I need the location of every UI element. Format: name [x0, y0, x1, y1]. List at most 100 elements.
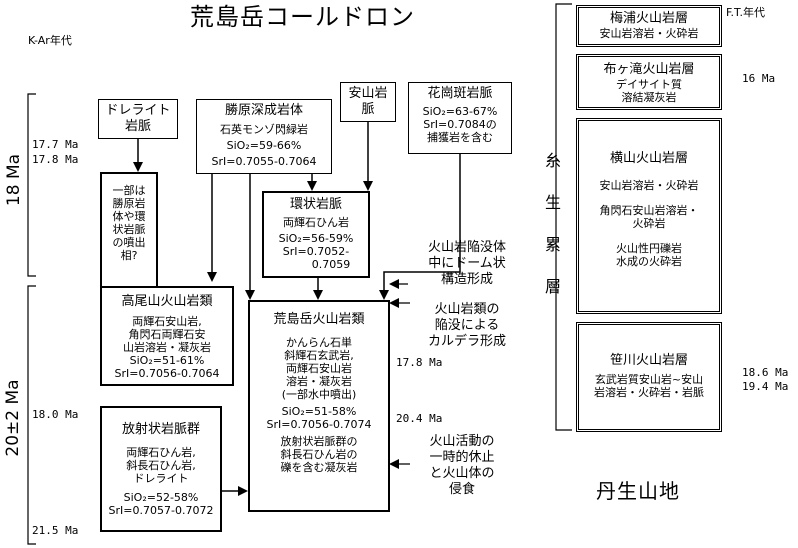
ft-age-label: F.T.年代	[726, 6, 765, 19]
itoshiro-bracket	[555, 3, 572, 431]
arashima-rock-2: 斜輝石玄武岩,	[284, 349, 354, 362]
granite-porphyry-box: 花崗斑岩脈 SiO₂=63-67% SrI=0.7084の 捕獲岩を含む	[408, 82, 512, 154]
yokoyama-rock-5: 水成の火砕岩	[616, 255, 682, 268]
katsuhara-rock: 石英モンゾ閃緑岩	[220, 123, 308, 136]
dome-line-1: 火山岩陥没体	[427, 240, 506, 255]
sasagawa-rock-1: 玄武岩質安山岩~安山	[594, 373, 704, 386]
andesite-line-2: 脈	[361, 102, 375, 117]
radial-sri: SrI=0.7057-0.7072	[108, 504, 214, 517]
caldera-line-2: 陥没による	[434, 318, 500, 333]
eruption-line-5: の噴出	[112, 236, 146, 249]
radial-rock-3: ドレライト	[133, 472, 189, 485]
nunogataki-volcanics-box: 布ヶ滝火山岩層 デイサイト質 溶結凝灰岩	[576, 54, 722, 110]
sasagawa-title: 笹川火山岩層	[609, 353, 688, 368]
radial-rock-1: 両輝石ひん岩,	[126, 446, 196, 459]
dome-line-3: 構造形成	[440, 272, 493, 287]
granite-note: 捕獲岩を含む	[427, 131, 493, 144]
arashima-rock-4: 溶岩・凝灰岩	[286, 375, 352, 388]
andesite-line-1: 安山岩	[348, 86, 388, 101]
age-18-0: 18.0 Ma	[32, 408, 79, 421]
age-17-8-left: 17.8 Ma	[32, 153, 79, 166]
dome-annotation: 火山岩陥没体 中にドーム状 構造形成	[412, 240, 522, 288]
pause-line-2: 一時的休止	[429, 450, 495, 465]
eruption-line-3: 体や環	[112, 210, 146, 223]
age-20-4: 20.4 Ma	[396, 412, 443, 425]
arashima-rock-1: かんらん石単	[286, 336, 352, 349]
radial-rock-2: 斜長石ひん岩,	[126, 459, 196, 472]
takaoyama-sio2: SiO₂=51-61%	[129, 354, 205, 367]
takaoyama-rock-1: 両輝石安山岩,	[132, 315, 202, 328]
granite-title: 花崗斑岩脈	[427, 86, 493, 101]
granite-sio2: SiO₂=63-67%	[422, 105, 498, 118]
arashima-volcanics-box: 荒島岳火山岩類 かんらん石単 斜輝石玄武岩, 両輝石安山岩 溶岩・凝灰岩 (一部…	[248, 300, 390, 512]
arashima-rock-3: 両輝石安山岩	[286, 362, 352, 375]
granite-sri: SrI=0.7084の	[423, 118, 497, 131]
itoshiro-char-2: 生	[544, 193, 561, 212]
ring-sri-2: 0.7059	[311, 258, 351, 271]
eruption-line-2: 勝原岩	[112, 197, 146, 210]
nunogataki-rock-2: 溶結凝灰岩	[621, 91, 677, 104]
age-17-8-mid: 17.8 Ma	[396, 356, 443, 369]
umeura-rock: 安山岩溶岩・火砕岩	[599, 27, 699, 40]
timeline-bracket-20	[27, 285, 36, 545]
yokoyama-rock-3: 火砕岩	[632, 217, 666, 230]
radial-title: 放射状岩脈群	[121, 422, 200, 437]
dome-line-2: 中にドーム状	[428, 256, 506, 271]
itoshiro-label: 糸 生 累 層	[538, 140, 568, 308]
itoshiro-char-3: 累	[544, 235, 561, 254]
katsuhara-pluton-box: 勝原深成岩体 石英モンゾ閃緑岩 SiO₂=59-66% SrI=0.7055-0…	[196, 99, 332, 174]
age-17-7: 17.7 Ma	[32, 138, 79, 151]
nunogataki-title: 布ヶ滝火山岩層	[603, 62, 695, 77]
sasagawa-volcanics-box: 笹川火山岩層 玄武岩質安山岩~安山 岩溶岩・火砕岩・岩脈	[576, 322, 722, 432]
arrow-granite-arashima	[379, 154, 461, 300]
dolerite-dyke-box: ドレライト 岩脈	[98, 99, 178, 139]
yokoyama-volcanics-box: 横山火山岩層 安山岩溶岩・火砕岩 角閃石安山岩溶岩・ 火砕岩 火山性円礫岩 水成…	[576, 118, 722, 314]
dolerite-line-1: ドレライト	[105, 103, 171, 118]
pause-line-3: と火山体の	[429, 466, 495, 481]
umeura-title: 梅浦火山岩層	[609, 11, 688, 26]
sasagawa-rock-2: 岩溶岩・火砕岩・岩脈	[594, 386, 704, 399]
arashima-sri: SrI=0.7056-0.7074	[266, 418, 372, 431]
ring-sio2: SiO₂=56-59%	[278, 232, 354, 245]
andesite-dyke-box: 安山岩 脈	[340, 82, 396, 122]
eruption-note-box: 一部は 勝原岩 体や環 状岩脈 の噴出 相?	[100, 172, 158, 288]
arashima-tuff-1: 放射状岩脈群の	[280, 435, 358, 448]
takaoyama-volcanics-box: 高尾山火山岩類 両輝石安山岩, 角閃石両輝石安 山岩溶岩・凝灰岩 SiO₂=51…	[100, 286, 234, 386]
eruption-line-6: 相?	[120, 249, 138, 262]
yokoyama-rock-4: 火山性円礫岩	[616, 242, 682, 255]
ring-rock: 両輝石ひん岩	[283, 216, 349, 229]
pause-line-4: 侵食	[448, 482, 475, 497]
nyu-mountains-label: 丹生山地	[596, 479, 680, 503]
ring-title: 環状岩脈	[289, 197, 342, 212]
caldera-annotation: 火山岩類の 陥没による カルデラ形成	[414, 302, 520, 350]
caldera-line-1: 火山岩類の	[434, 302, 500, 317]
eruption-line-1: 一部は	[112, 184, 146, 197]
timeline-bracket-18	[27, 93, 36, 277]
age-19-4: 19.4 Ma	[742, 380, 789, 393]
yokoyama-rock-1: 安山岩溶岩・火砕岩	[599, 179, 699, 192]
umeura-volcanics-box: 梅浦火山岩層 安山岩溶岩・火砕岩	[576, 5, 722, 47]
age-18-6: 18.6 Ma	[742, 366, 789, 379]
takaoyama-title: 高尾山火山岩類	[121, 294, 213, 309]
nunogataki-rock-1: デイサイト質	[616, 78, 682, 91]
katsuhara-sri: SrI=0.7055-0.7064	[211, 155, 317, 168]
radial-sio2: SiO₂=52-58%	[123, 491, 199, 504]
radial-dyke-swarm-box: 放射状岩脈群 両輝石ひん岩, 斜長石ひん岩, ドレライト SiO₂=52-58%…	[100, 406, 222, 532]
pause-line-1: 火山活動の	[429, 434, 495, 449]
itoshiro-char-4: 層	[544, 277, 561, 296]
ring-dyke-box: 環状岩脈 両輝石ひん岩 SiO₂=56-59% SrI=0.7052- 0.70…	[262, 191, 370, 278]
katsuhara-sio2: SiO₂=59-66%	[226, 139, 302, 152]
katsuhara-title: 勝原深成岩体	[224, 103, 303, 118]
takaoyama-sri: SrI=0.7056-0.7064	[114, 367, 220, 380]
yokoyama-title: 横山火山岩層	[609, 151, 688, 166]
age-21-5: 21.5 Ma	[32, 524, 79, 537]
arashima-tuff-3: 礫を含む凝灰岩	[280, 461, 358, 474]
pause-annotation: 火山活動の 一時的休止 と火山体の 侵食	[412, 434, 512, 498]
eruption-line-4: 状岩脈	[112, 223, 146, 236]
takaoyama-rock-3: 山岩溶岩・凝灰岩	[123, 341, 211, 354]
takaoyama-rock-2: 角閃石両輝石安	[128, 328, 206, 341]
caldera-line-3: カルデラ形成	[427, 334, 506, 349]
dolerite-line-2: 岩脈	[124, 119, 151, 134]
itoshiro-char-1: 糸	[544, 151, 561, 170]
